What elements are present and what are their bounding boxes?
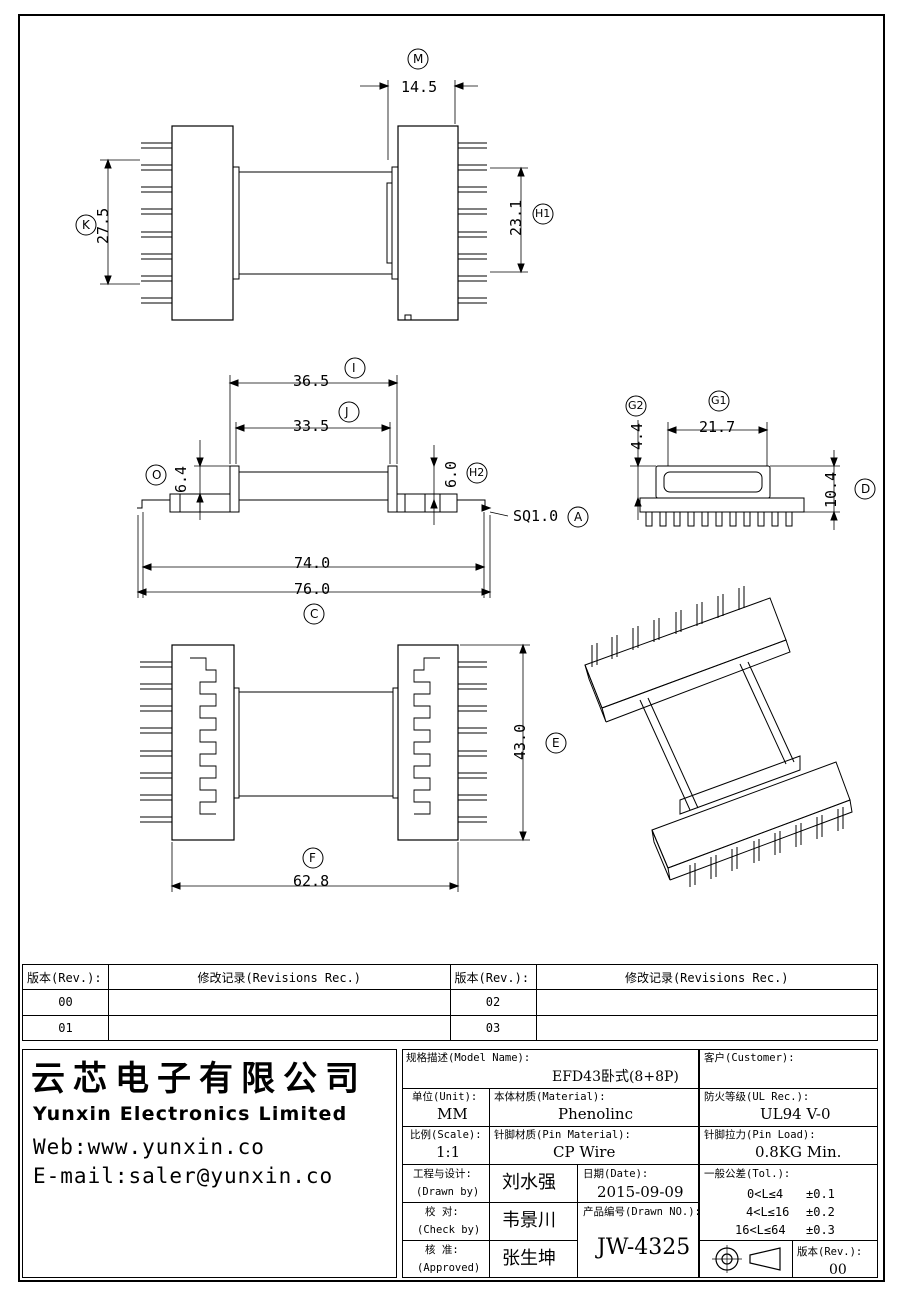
rev-label: 版本(Rev.): (797, 1246, 863, 1258)
label-j: J (345, 405, 349, 419)
dim-f-value: 62.8 (293, 872, 330, 890)
label-h2: H2 (469, 466, 485, 479)
label-o: O (152, 468, 162, 482)
dim-h1-value: 23.1 (507, 199, 525, 236)
rec-row-2-left (108, 1014, 451, 1042)
pin-material-label: 针脚材质(Pin Material): (494, 1129, 631, 1141)
rev-header-left: 版本(Rev.): (22, 963, 109, 991)
approved-label-en: (Approved) (417, 1262, 481, 1274)
label-e: E (552, 736, 560, 750)
date-label: 日期(Date): (583, 1168, 649, 1180)
rec-header-right: 修改记录(Revisions Rec.) (535, 963, 878, 991)
label-g1: G1 (711, 394, 727, 407)
side-view (136, 375, 509, 598)
company-web: Web:www.yunxin.co (33, 1135, 265, 1159)
dim-m-value: 14.5 (401, 78, 438, 96)
drawing-frame (18, 14, 885, 1282)
ul-label: 防火等级(UL Rec.): (704, 1091, 810, 1103)
tol-label: 一般公差(Tol.): (704, 1168, 791, 1180)
dim-74-value: 74.0 (294, 554, 331, 572)
drawn-no-label: 产品编号(Drawn NO.): (583, 1206, 701, 1218)
rev-value: 00 (829, 1262, 847, 1278)
dim-h2-value: 6.0 (442, 460, 460, 488)
isometric-view (584, 586, 853, 887)
label-h1: H1 (535, 207, 551, 220)
dim-i-value: 36.5 (293, 372, 330, 390)
label-g2: G2 (628, 399, 644, 412)
label-i: I (352, 361, 356, 375)
check-value: 韦景川 (502, 1210, 556, 1231)
projection-symbol-icon (712, 1245, 781, 1273)
dim-j-value: 33.5 (293, 417, 330, 435)
tol-range-2: 4<L≤16 (746, 1205, 790, 1219)
pin-material-value: CP Wire (553, 1143, 616, 1161)
dim-c-value: 76.0 (294, 580, 331, 598)
unit-value: MM (437, 1105, 468, 1123)
cell-rev (792, 1240, 878, 1278)
date-value: 2015-09-09 (597, 1183, 684, 1201)
rev-row-1-left: 00 (22, 989, 109, 1016)
dim-k-value: 27.5 (94, 207, 112, 244)
unit-label: 单位(Unit): (412, 1091, 478, 1103)
tol-value-2: ±0.2 (806, 1205, 835, 1219)
dim-a-value: SQ1.0 (513, 507, 559, 525)
drawn-no-value: JW-4325 (597, 1235, 691, 1260)
label-f: F (309, 851, 316, 865)
revision-table: 版本(Rev.): 修改记录(Revisions Rec.) 版本(Rev.):… (22, 963, 878, 1042)
drawn-value: 刘水强 (502, 1172, 556, 1193)
approved-label-cn: 核 准: (425, 1244, 459, 1256)
dim-e-value: 43.0 (511, 723, 529, 760)
pin-load-value: 0.8KG Min. (755, 1143, 842, 1161)
dim-g1-value: 21.7 (699, 418, 736, 436)
label-m: M (413, 52, 424, 66)
end-view (630, 420, 840, 530)
drawn-label-cn: 工程与设计: (413, 1168, 472, 1180)
scale-value: 1:1 (436, 1143, 461, 1161)
tol-value-1: ±0.1 (806, 1187, 835, 1201)
material-value: Phenolinc (558, 1105, 633, 1123)
rec-row-1-right (535, 989, 878, 1016)
dim-g2-value: 4.4 (628, 422, 646, 450)
label-c: C (310, 607, 319, 621)
label-a: A (574, 510, 583, 524)
company-name-cn: 云芯电子有限公司 (31, 1059, 367, 1099)
rev-row-2-right: 03 (449, 1014, 537, 1042)
ul-value: UL94 V-0 (760, 1105, 831, 1123)
customer-label: 客户(Customer): (704, 1052, 795, 1064)
rec-header-left: 修改记录(Revisions Rec.) (108, 963, 451, 991)
model-value: EFD43卧式(8+8P) (552, 1069, 679, 1085)
pin-load-label: 针脚拉力(Pin Load): (704, 1129, 816, 1141)
drawn-label-en: (Drawn by) (416, 1186, 480, 1198)
model-label: 规格描述(Model Name): (406, 1052, 531, 1064)
rec-row-1-left (108, 989, 451, 1016)
scale-label: 比例(Scale): (410, 1129, 482, 1141)
tol-range-1: 0<L≤4 (747, 1187, 784, 1201)
bottom-view (140, 643, 530, 892)
company-name-en: Yunxin Electronics Limited (33, 1103, 348, 1125)
rev-row-2-left: 01 (22, 1014, 109, 1042)
check-label-cn: 校 对: (425, 1206, 459, 1218)
technical-drawing (75, 48, 876, 892)
check-label-en: (Check by) (417, 1224, 481, 1236)
tol-range-3: 16<L≤64 (735, 1223, 786, 1237)
material-label: 本体材质(Material): (494, 1091, 606, 1103)
company-block (22, 1049, 397, 1278)
company-email: E-mail:saler@yunxin.co (33, 1164, 334, 1188)
dim-d-value: 10.4 (822, 471, 840, 508)
top-view (100, 80, 528, 321)
dim-o-value: 6.4 (172, 465, 190, 493)
tol-value-3: ±0.3 (806, 1223, 835, 1237)
rec-row-2-right (535, 1014, 878, 1042)
rev-header-right: 版本(Rev.): (449, 963, 537, 991)
approved-value: 张生坤 (502, 1248, 556, 1269)
cell-approved-value (489, 1240, 578, 1278)
rev-row-1-right: 02 (449, 989, 537, 1016)
label-d: D (861, 482, 871, 496)
label-k: K (82, 218, 90, 232)
